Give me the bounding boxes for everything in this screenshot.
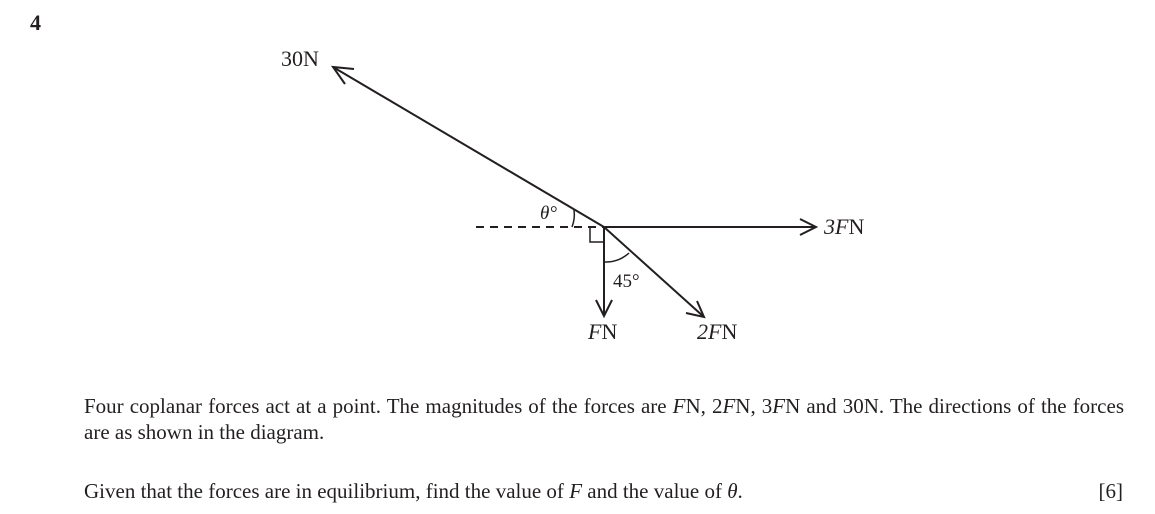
force-f-arrowhead xyxy=(595,299,613,319)
force-3f-arrowhead xyxy=(799,218,819,236)
force-2f-arrowhead xyxy=(685,300,706,319)
theta-angle-arc xyxy=(571,209,576,228)
force-30n-line xyxy=(332,66,605,228)
force-2f-line xyxy=(603,226,705,318)
label-2fn: 2FN xyxy=(697,319,737,344)
question-paragraph-2: Given that the forces are in equilibrium… xyxy=(84,479,743,503)
label-3fn: 3FN xyxy=(823,214,864,239)
question-paragraph-1: Four coplanar forces act at a point. The… xyxy=(84,394,1124,444)
force-30n-arrowhead xyxy=(330,65,355,85)
marks-allocation: [6] xyxy=(1098,479,1124,503)
angle-45-arc xyxy=(603,252,630,263)
label-45: 45° xyxy=(613,271,640,292)
question-number: 4 xyxy=(30,10,41,35)
label-fn: FN xyxy=(587,319,617,344)
right-angle-marker xyxy=(589,227,604,243)
label-30n: 30N xyxy=(281,46,319,71)
label-theta: θ° xyxy=(540,203,557,224)
